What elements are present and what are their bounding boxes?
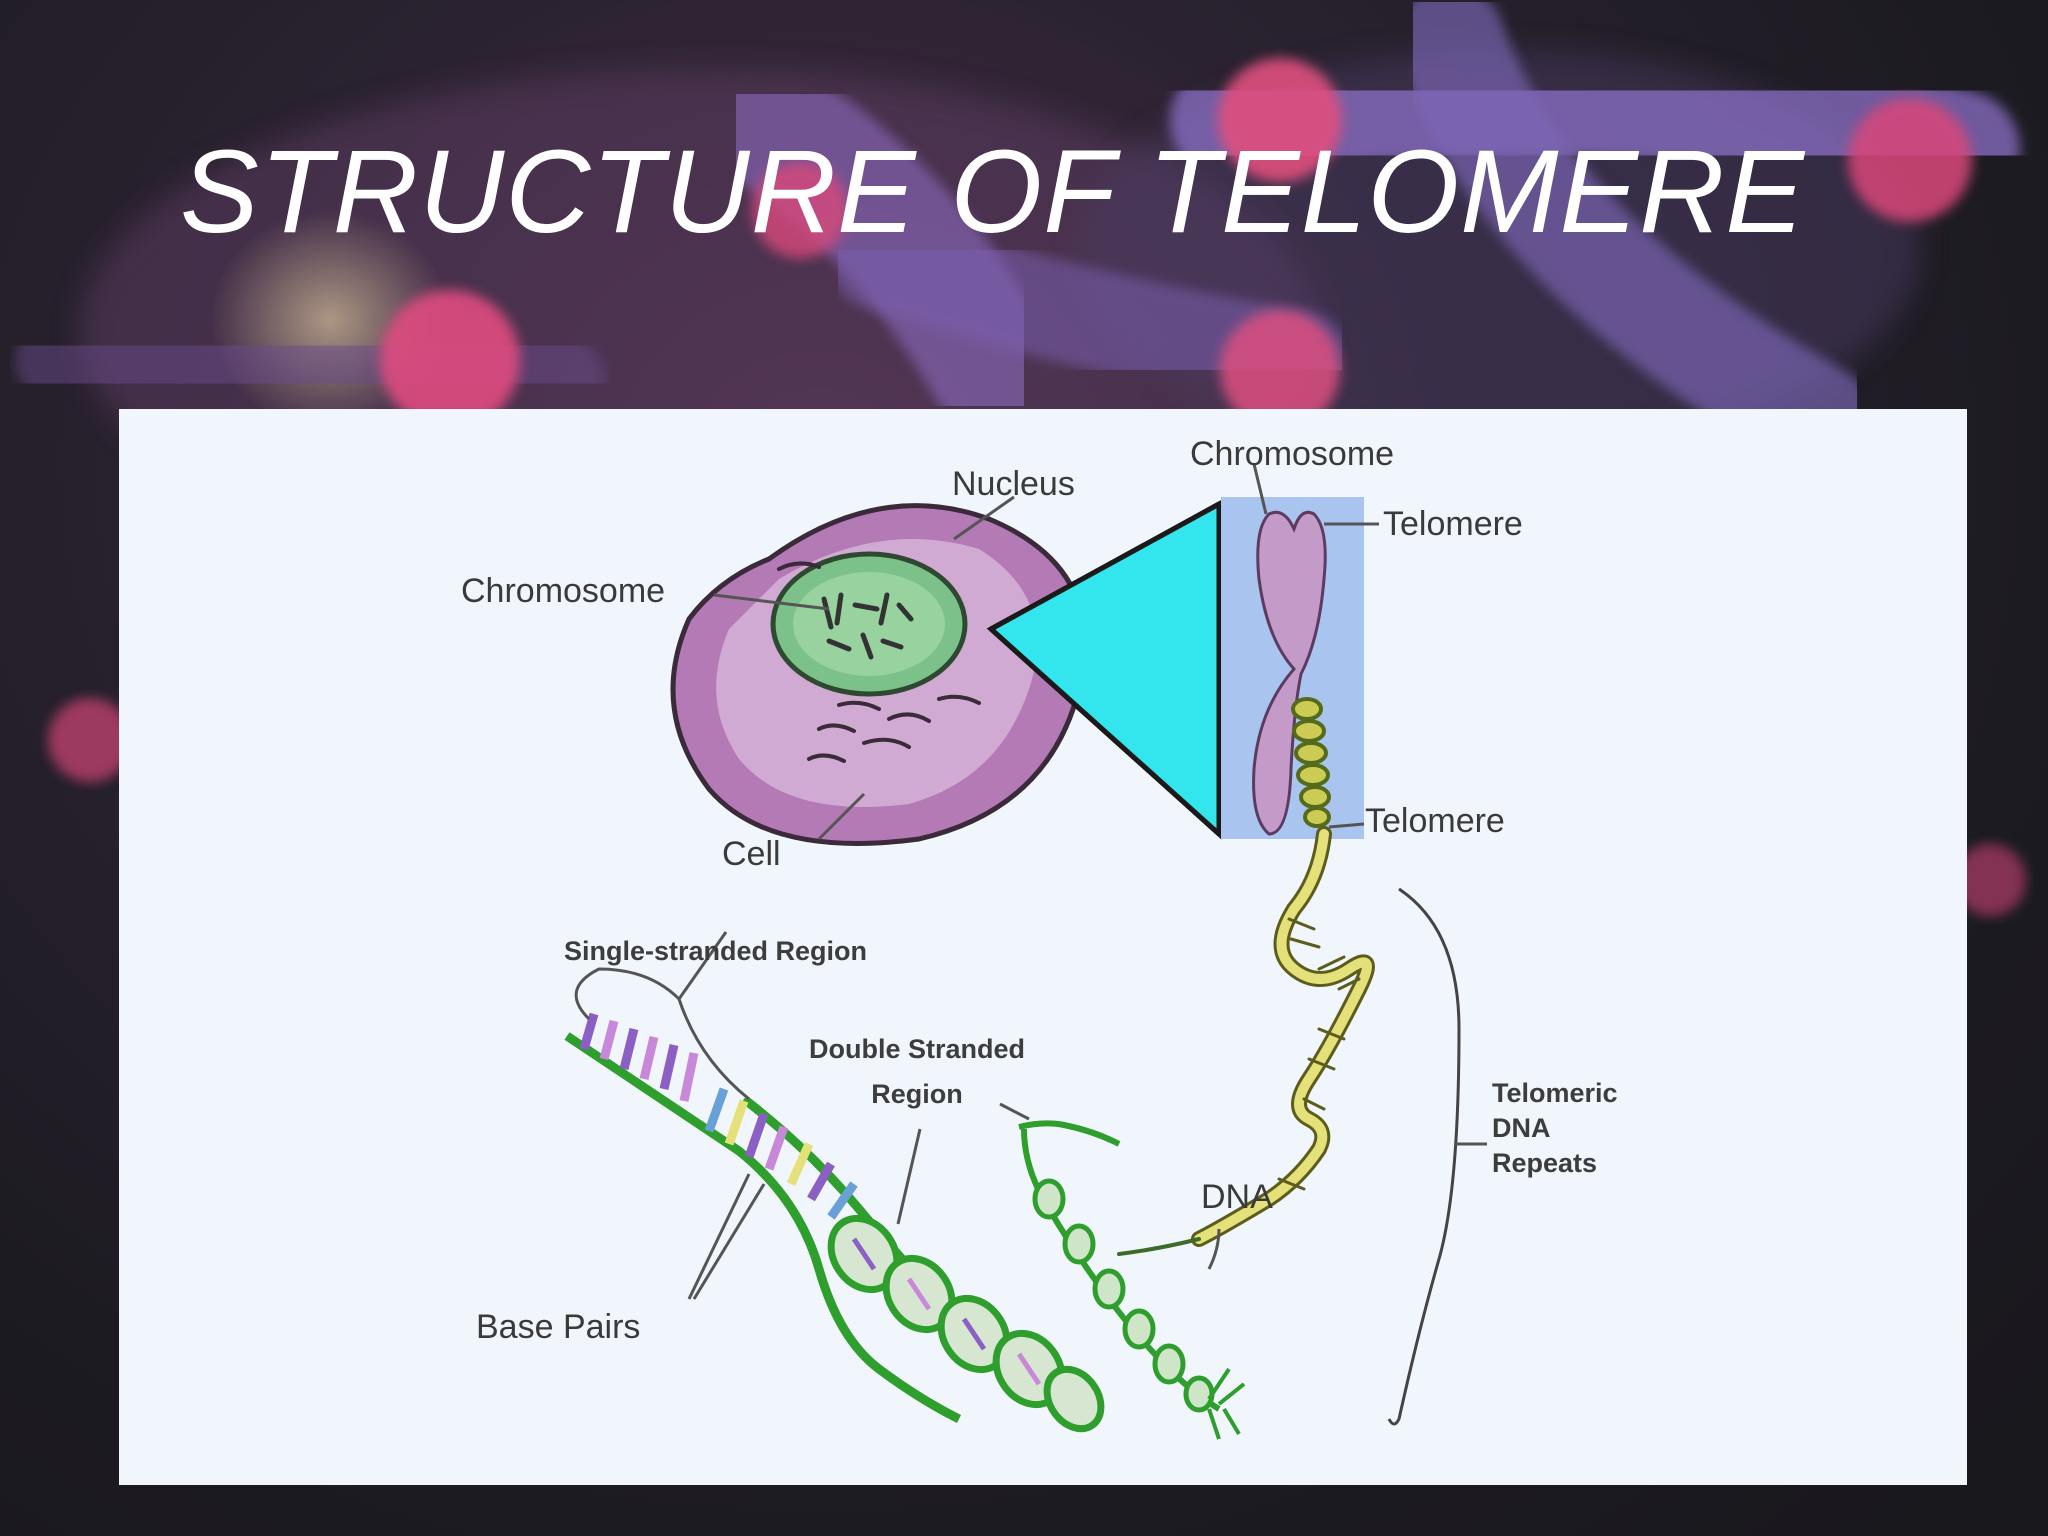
label-chromosome-cell: Chromosome — [461, 573, 665, 610]
label-dna: DNA — [1201, 1179, 1273, 1216]
telomere-diagram — [119, 409, 1967, 1485]
label-telomere-bottom: Telomere — [1365, 803, 1505, 840]
label-cell: Cell — [722, 836, 781, 873]
label-telomeric-line1: Telomeric — [1492, 1079, 1618, 1109]
cell-illustration — [673, 506, 1085, 844]
label-telomeric-line3: Repeats — [1492, 1149, 1597, 1179]
label-double-stranded-line2: Region — [787, 1080, 1047, 1110]
label-nucleus: Nucleus — [952, 466, 1075, 503]
label-base-pairs: Base Pairs — [476, 1309, 640, 1346]
label-telomere-top: Telomere — [1383, 506, 1523, 543]
label-telomeric-line2: DNA — [1492, 1114, 1551, 1144]
telomere-diagram-panel: Nucleus Chromosome Chromosome Telomere T… — [119, 409, 1967, 1485]
label-chromosome-top: Chromosome — [1190, 436, 1394, 473]
label-double-stranded-line1: Double Stranded — [787, 1035, 1047, 1065]
slide-title: STRUCTURE OF TELOMERE — [180, 122, 1940, 262]
dna-helix-large — [567, 1014, 1112, 1439]
label-single-stranded-region: Single-stranded Region — [564, 937, 867, 967]
